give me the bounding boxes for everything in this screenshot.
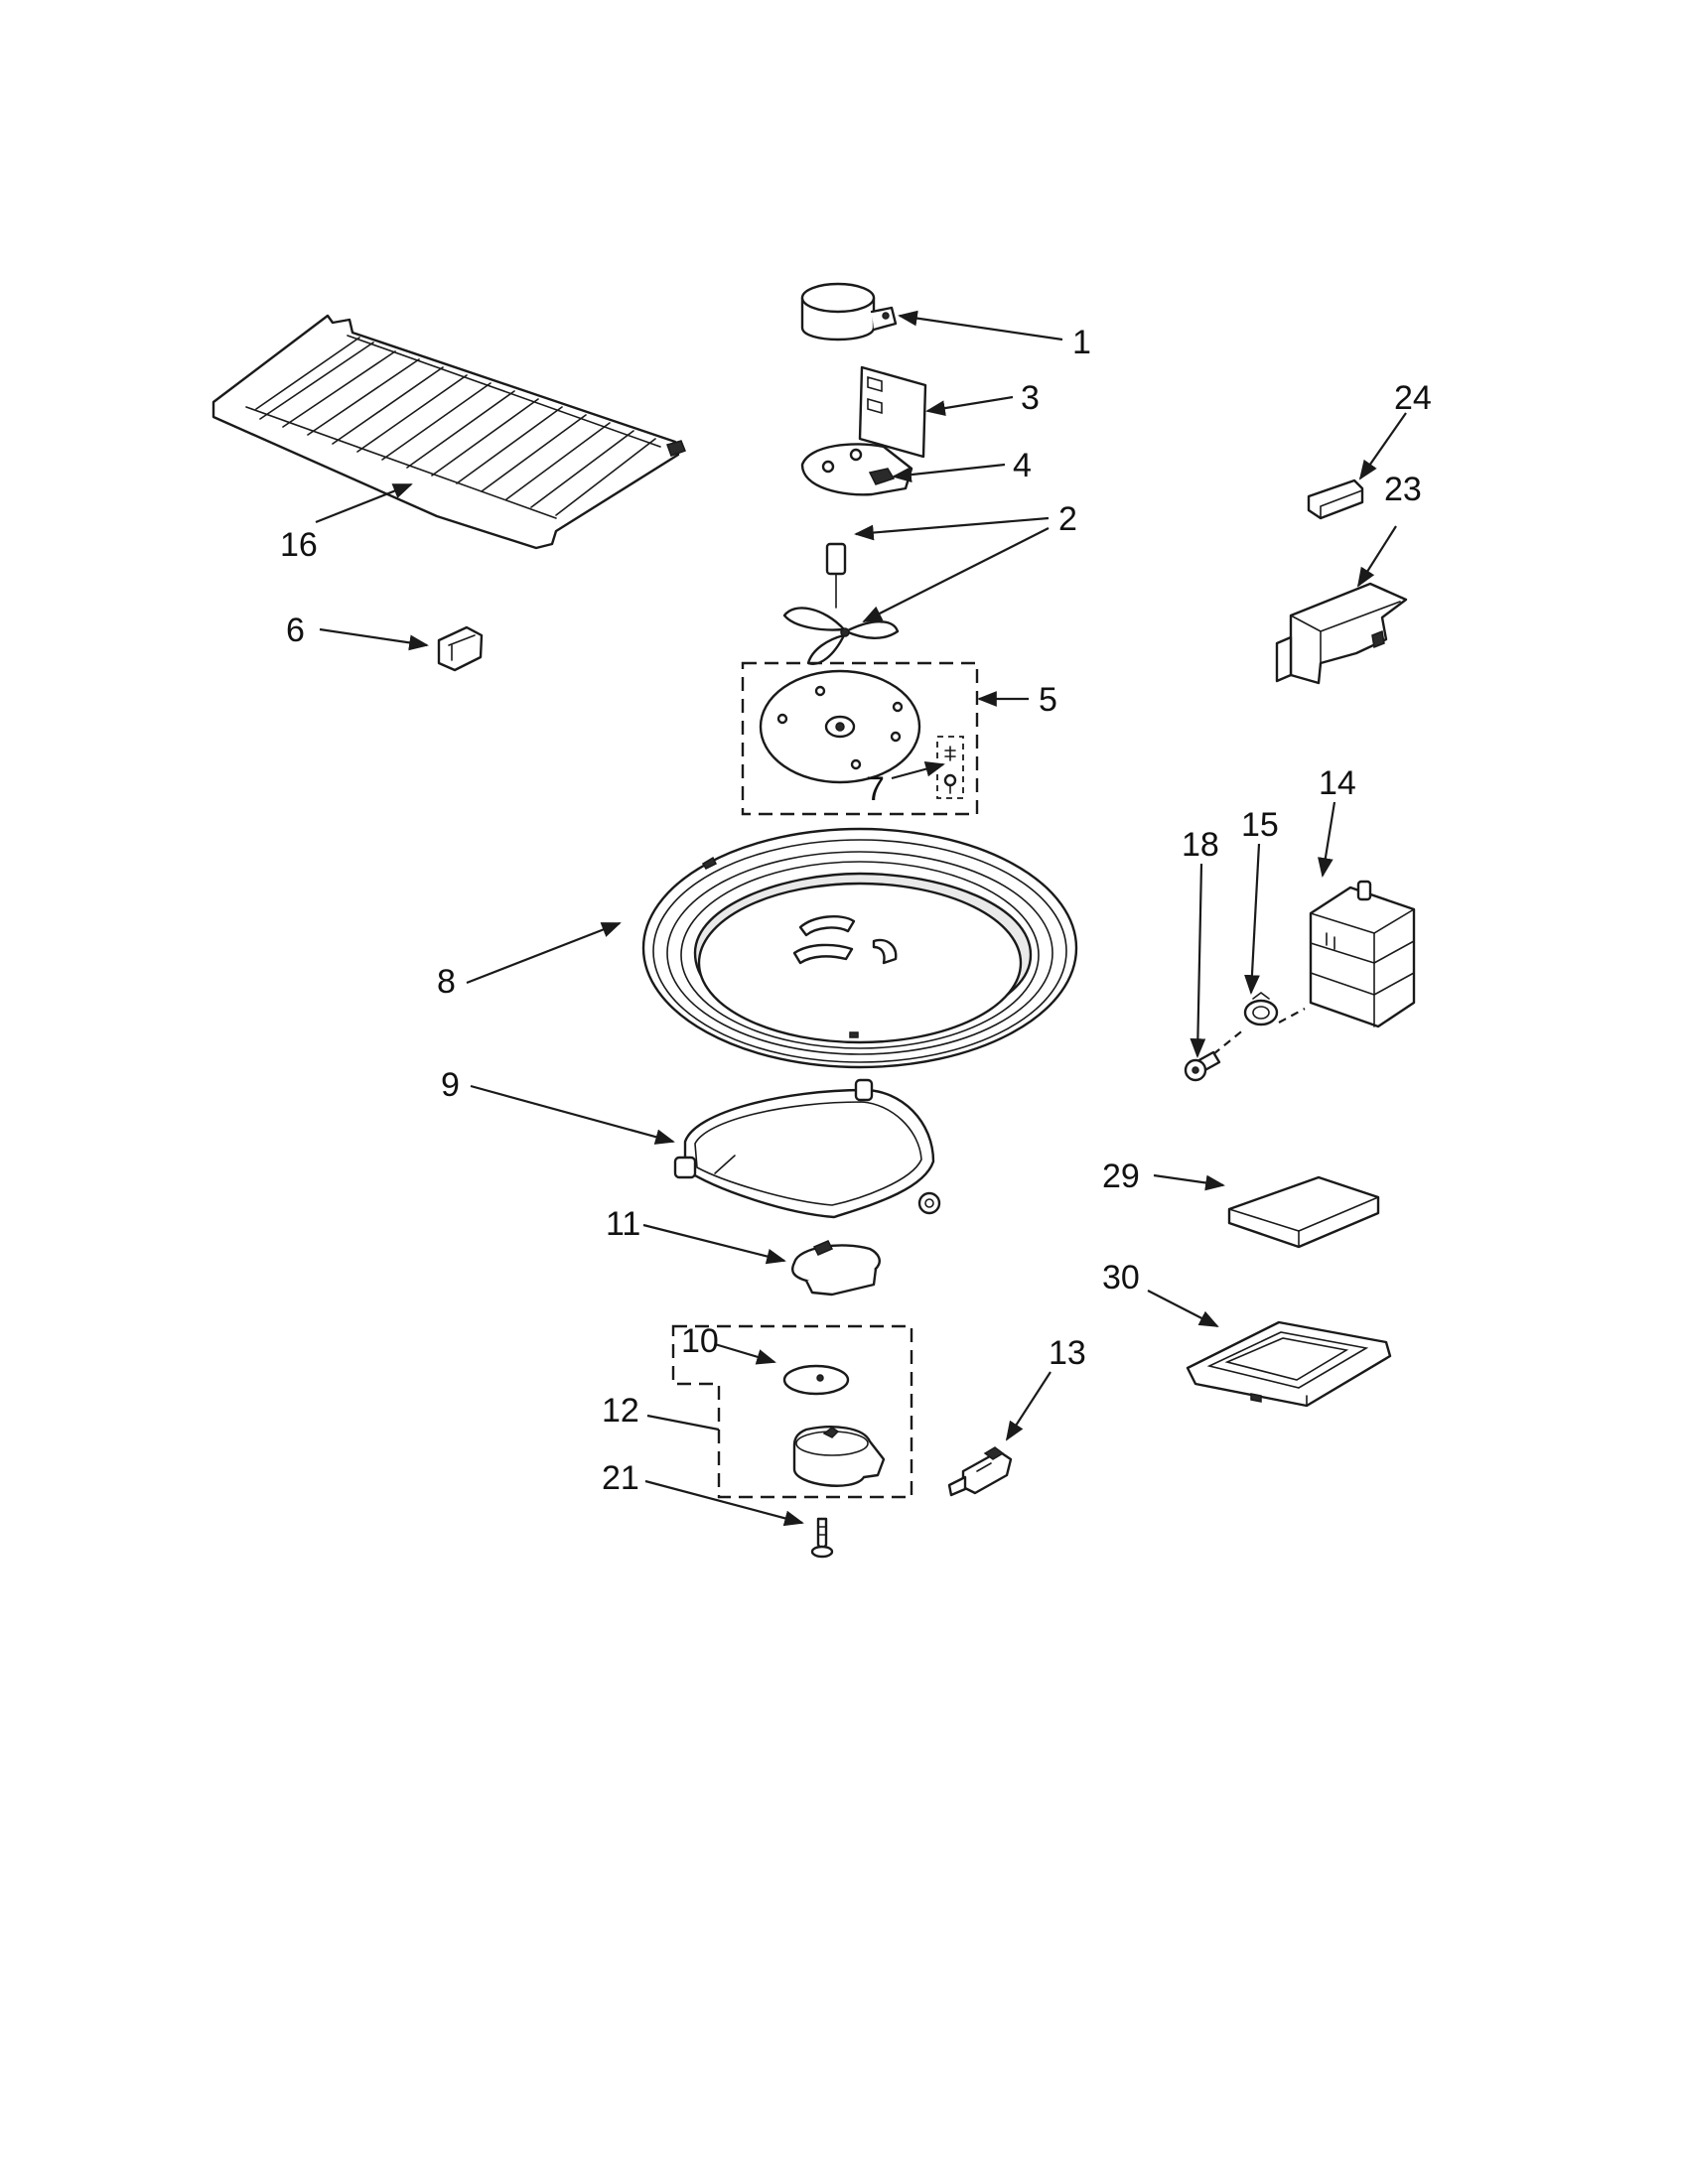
callout-24: 24 bbox=[1394, 379, 1432, 417]
part-2-stirrer-blade bbox=[782, 607, 900, 665]
part-5-cover-plate bbox=[759, 669, 921, 784]
part-21-screw bbox=[810, 1517, 834, 1559]
part-1-stirrer-motor bbox=[800, 282, 898, 341]
part-10-disc bbox=[782, 1364, 850, 1396]
part-16-wire-rack bbox=[211, 314, 686, 550]
part-11-coupler bbox=[791, 1240, 881, 1297]
callout-10: 10 bbox=[681, 1322, 719, 1360]
part-3-plate bbox=[858, 365, 927, 459]
callout-12: 12 bbox=[602, 1392, 639, 1430]
part-5-group-outline bbox=[741, 661, 979, 816]
part-13-switch bbox=[947, 1446, 1013, 1497]
leader-lines bbox=[315, 310, 1407, 1527]
part-4-bracket bbox=[800, 443, 913, 496]
callout-6: 6 bbox=[286, 612, 305, 649]
part-6-clip bbox=[437, 625, 484, 672]
callout-18: 18 bbox=[1182, 826, 1219, 864]
part-14-magnetron bbox=[1309, 880, 1416, 1028]
part-7-screws bbox=[943, 746, 957, 794]
part-12-group-outline bbox=[671, 1324, 913, 1499]
part-15-gasket bbox=[1243, 992, 1279, 1026]
callout-15: 15 bbox=[1241, 806, 1279, 844]
callout-30: 30 bbox=[1102, 1259, 1140, 1297]
callout-2: 2 bbox=[1058, 500, 1077, 538]
part-9-roller-ring bbox=[673, 1078, 941, 1219]
callout-14: 14 bbox=[1319, 764, 1356, 802]
part-24-bracket bbox=[1307, 478, 1364, 520]
callout-7: 7 bbox=[866, 770, 885, 808]
callout-8: 8 bbox=[437, 963, 456, 1001]
callout-1: 1 bbox=[1072, 324, 1091, 361]
callout-13: 13 bbox=[1049, 1334, 1086, 1372]
callout-9: 9 bbox=[441, 1066, 460, 1104]
part-29-filter bbox=[1227, 1175, 1380, 1249]
callout-4: 4 bbox=[1013, 447, 1032, 484]
part-18-screw bbox=[1184, 1050, 1221, 1082]
part-2-shaft bbox=[825, 542, 847, 609]
callout-29: 29 bbox=[1102, 1158, 1140, 1195]
callout-11: 11 bbox=[606, 1205, 640, 1243]
part-12-turntable-motor bbox=[792, 1426, 886, 1487]
callout-3: 3 bbox=[1021, 379, 1040, 417]
callout-23: 23 bbox=[1384, 471, 1422, 508]
part-18-dash-line bbox=[1212, 1027, 1246, 1055]
part-8-turntable-tray bbox=[641, 827, 1078, 1069]
callout-16: 16 bbox=[280, 526, 318, 564]
callout-21: 21 bbox=[602, 1459, 639, 1497]
callout-5: 5 bbox=[1039, 681, 1057, 719]
part-30-filter-frame bbox=[1186, 1320, 1392, 1408]
part-23-thermal-bracket bbox=[1275, 582, 1408, 685]
part-15-dash-line bbox=[1278, 1008, 1306, 1024]
